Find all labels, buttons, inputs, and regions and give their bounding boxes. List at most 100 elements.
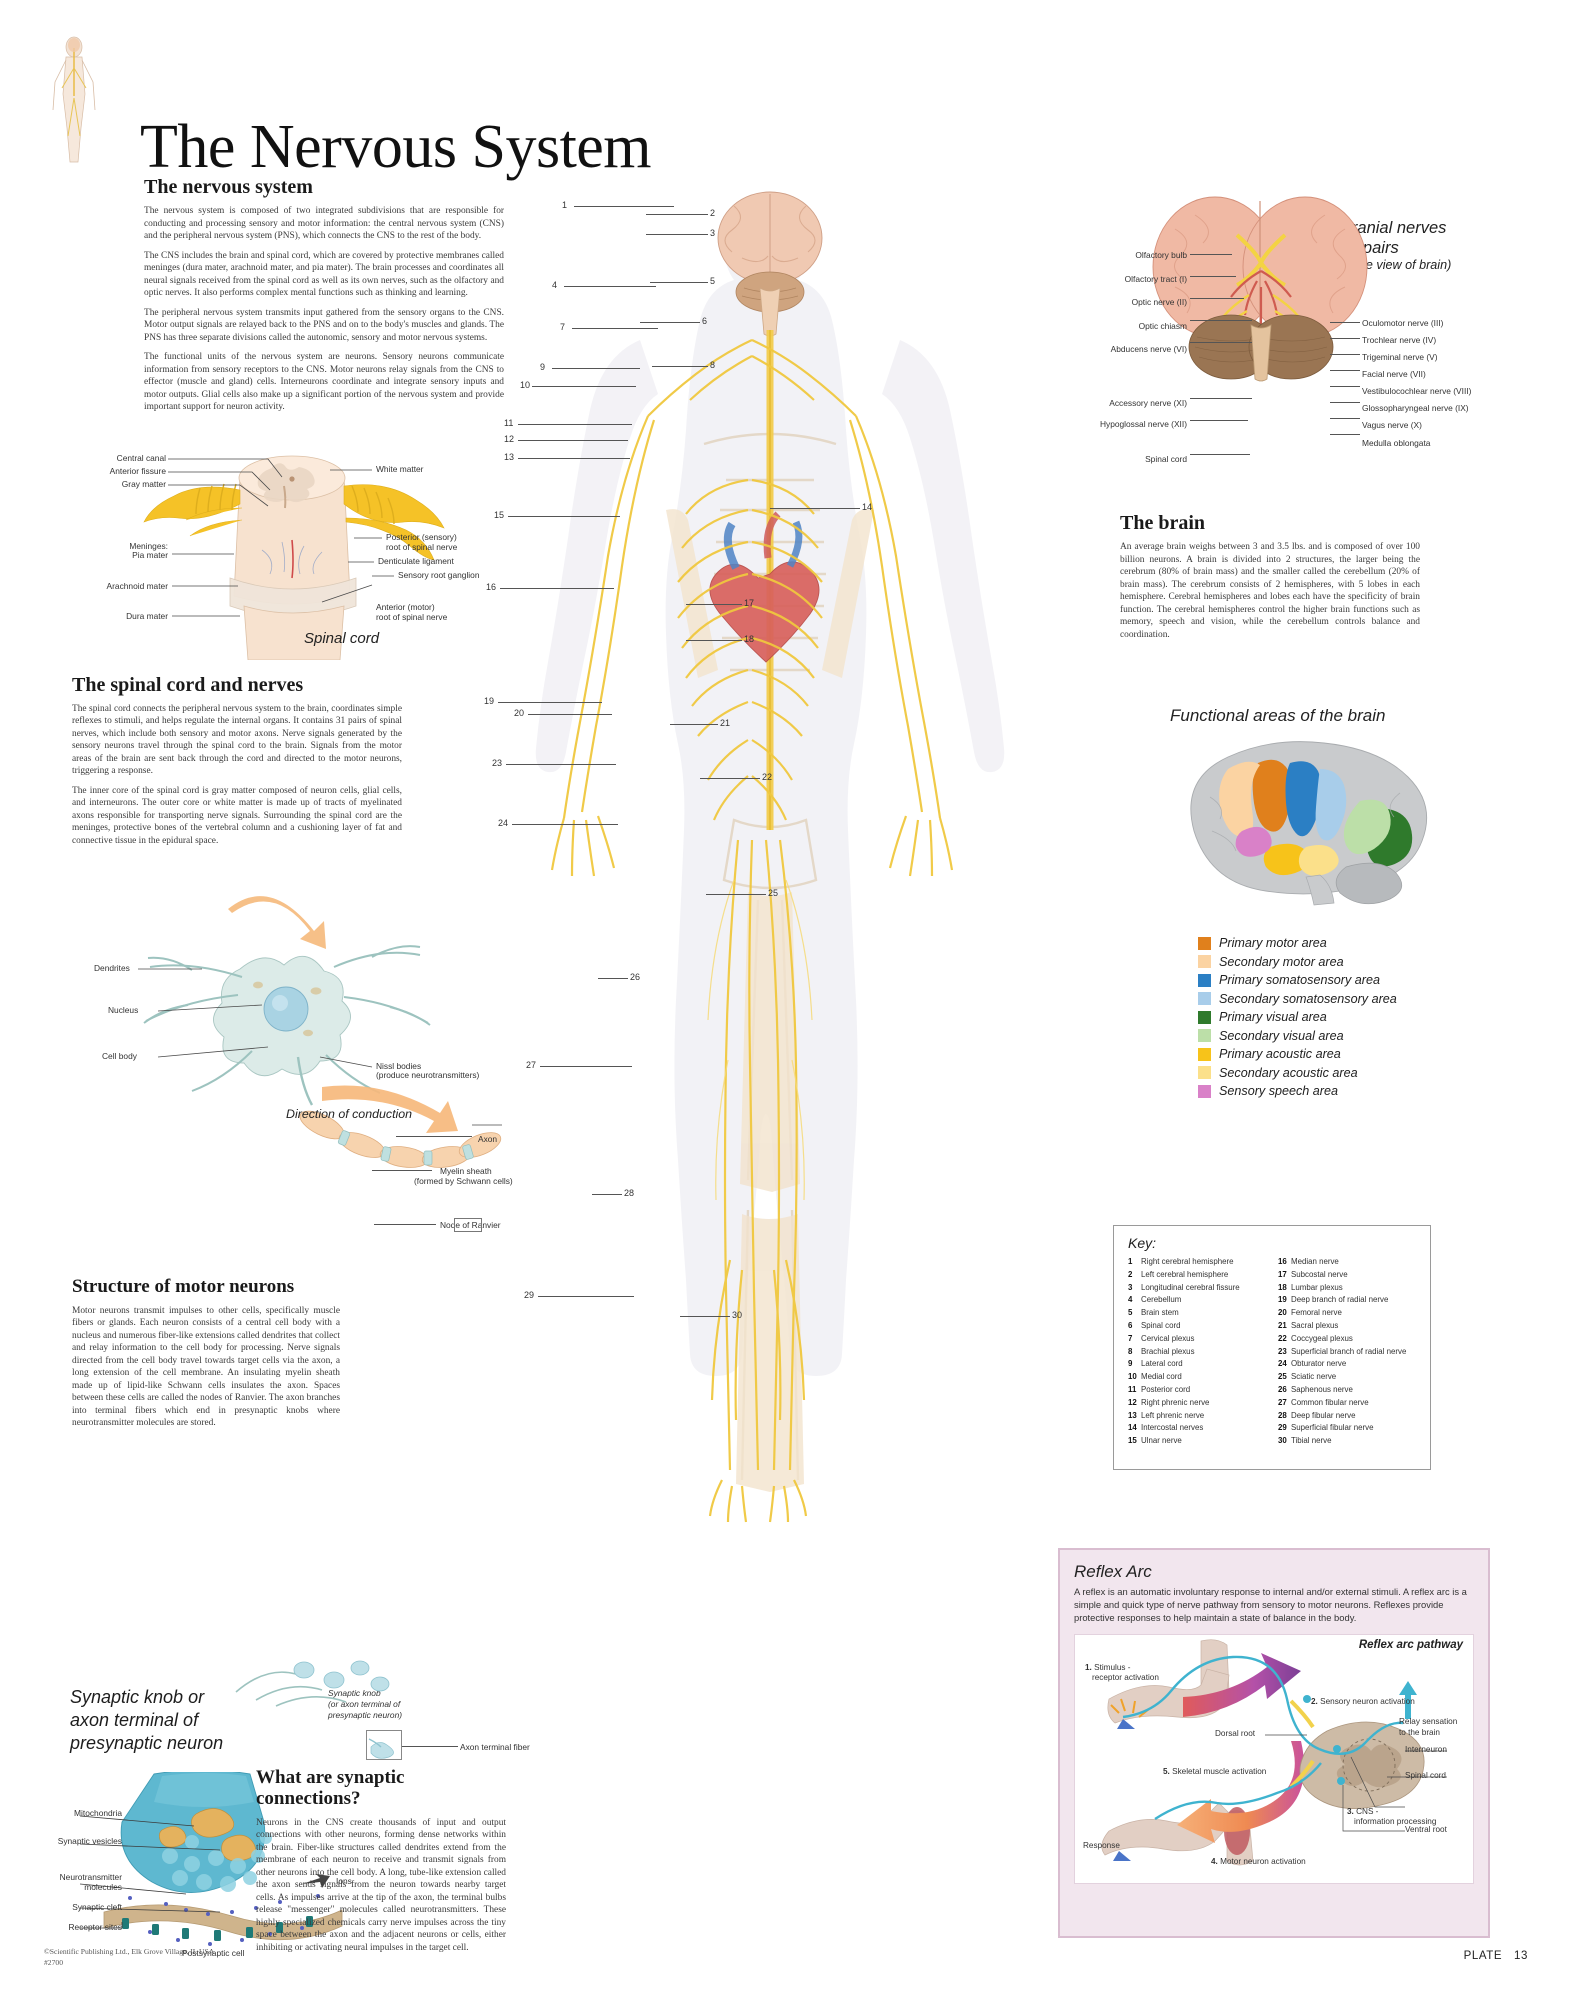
leader-vagus xyxy=(1330,418,1360,419)
legend-swatch-primary-somatosensory xyxy=(1198,973,1211,987)
leader-callout-11 xyxy=(518,424,632,425)
callout-16: 16 xyxy=(486,582,497,592)
cranial-labels-left: Olfactory bulb Olfactory tract (I) Optic… xyxy=(1062,250,1187,464)
cranial-subtitle: (Base view of brain) xyxy=(1340,258,1452,273)
cranial-label-hypoglossal: Hypoglossal nerve (XII) xyxy=(1099,419,1187,430)
leader-vestibulocochlear xyxy=(1330,386,1360,387)
synaptic-connections-p1: Neurons in the CNS create thousands of i… xyxy=(256,1817,506,1953)
label-nucleus: Nucleus xyxy=(108,1005,139,1015)
key-label: Lateral cord xyxy=(1141,1359,1183,1369)
legend-item-secondary-somatosensory: Secondary somatosensory area xyxy=(1198,992,1448,1006)
brain-base-view-figure xyxy=(1145,195,1375,385)
cranial-label-trigeminal: Trigeminal nerve (V) xyxy=(1362,352,1438,363)
label-anterior-root-2: root of spinal nerve xyxy=(376,611,448,622)
legend-label-secondary-visual: Secondary visual area xyxy=(1219,1028,1344,1043)
cranial-title-line1: Cranial nerves xyxy=(1340,219,1447,237)
reflex-step-2-num: 2. xyxy=(1311,1696,1318,1706)
leader-callout-20 xyxy=(528,714,612,715)
legend-swatch-secondary-somatosensory xyxy=(1198,992,1211,1005)
leader-callout-4 xyxy=(564,286,656,287)
reflex-step-5: 5. Skeletal muscle activation xyxy=(1163,1767,1266,1777)
label-anterior-fissure: Anterior fissure xyxy=(109,465,166,476)
leader-olfactory-tract xyxy=(1190,276,1236,277)
key-label: Spinal cord xyxy=(1141,1320,1181,1330)
key-number: 8 xyxy=(1128,1346,1133,1356)
label-postsynaptic-cell: Postsynaptic cell xyxy=(182,1948,245,1958)
leader-callout-6 xyxy=(640,322,700,323)
label-arachnoid-mater: Arachnoid mater xyxy=(106,580,168,591)
leader-callout-2 xyxy=(646,214,708,215)
key-label: Tibial nerve xyxy=(1291,1436,1332,1446)
key-label: Right phrenic nerve xyxy=(1141,1397,1210,1407)
key-label: Femoral nerve xyxy=(1291,1308,1342,1318)
callout-8: 8 xyxy=(710,360,716,370)
label-myelin-sheath-sub: (formed by Schwann cells) xyxy=(414,1176,513,1186)
leader-facial xyxy=(1330,370,1360,371)
functional-areas-brain-figure xyxy=(1150,735,1440,910)
key-label: Left phrenic nerve xyxy=(1141,1410,1205,1420)
synapse-inset-box xyxy=(366,1730,402,1760)
leader-callout-25 xyxy=(706,894,766,895)
leader-callout-21 xyxy=(670,724,718,725)
cranial-label-accessory: Accessory nerve (XI) xyxy=(1109,398,1187,409)
key-label: Coccygeal plexus xyxy=(1291,1333,1353,1343)
footer-code: #2700 xyxy=(44,1958,63,1967)
key-number: 14 xyxy=(1128,1423,1137,1433)
label-myelin-sheath: Myelin sheath xyxy=(440,1166,492,1176)
legend-item-sensory-speech: Sensory speech area xyxy=(1198,1084,1448,1098)
key-number: 2 xyxy=(1128,1269,1133,1279)
ranvier-callout-box xyxy=(454,1218,482,1232)
cranial-label-spinal-cord: Spinal cord xyxy=(1145,453,1187,464)
cranial-label-vestibulocochlear: Vestibulocochlear nerve (VIII) xyxy=(1362,386,1472,397)
brain-p1: An average brain weighs between 3 and 3.… xyxy=(1120,542,1420,640)
key-label: Lumbar plexus xyxy=(1291,1282,1343,1292)
leader-callout-13 xyxy=(518,458,630,459)
callout-4: 4 xyxy=(552,280,558,290)
leader-callout-18 xyxy=(686,640,742,641)
legend-label-primary-motor: Primary motor area xyxy=(1219,936,1327,950)
section-spinal-cord-nerves: The spinal cord and nerves The spinal co… xyxy=(72,674,402,848)
leader-callout-17 xyxy=(686,604,742,605)
inset-line3: presynaptic neuron) xyxy=(328,1709,403,1720)
callout-10: 10 xyxy=(520,380,531,390)
spinal-cord-figure: Central canal Anterior fissure Gray matt… xyxy=(72,430,502,660)
reflex-step-1-line2: receptor activation xyxy=(1092,1672,1159,1682)
callout-25: 25 xyxy=(768,888,779,898)
leader-callout-9 xyxy=(552,368,640,369)
reflex-step-1-line1: Stimulus - xyxy=(1094,1662,1131,1672)
leader-callout-19 xyxy=(498,702,602,703)
reflex-figure-title: Reflex arc pathway xyxy=(1358,1638,1463,1651)
nervous-system-p2: The CNS includes the brain and spinal co… xyxy=(144,250,504,299)
reflex-step-2-line1: Sensory neuron activation xyxy=(1320,1696,1415,1706)
legend-label-secondary-acoustic: Secondary acoustic area xyxy=(1219,1065,1358,1080)
callout-5: 5 xyxy=(710,276,716,286)
key-label: Brain stem xyxy=(1141,1308,1179,1318)
cranial-label-optic-nerve: Optic nerve (II) xyxy=(1131,297,1187,308)
legend-label-primary-somatosensory: Primary somatosensory area xyxy=(1219,973,1380,987)
leader-myelin xyxy=(372,1170,432,1171)
callout-18: 18 xyxy=(744,634,755,644)
label-nissl-bodies-sub: (produce neurotransmitters) xyxy=(376,1070,480,1080)
label-sensory-root-ganglion: Sensory root ganglion xyxy=(398,569,480,580)
reflex-step-1-num: 1. xyxy=(1085,1662,1092,1672)
leader-optic-nerve xyxy=(1190,298,1244,299)
footer-credit: ©Scientific Publishing Ltd., Elk Grove V… xyxy=(44,1946,214,1968)
spinal-cord-heading: The spinal cord and nerves xyxy=(72,673,304,696)
leader-axon-terminal-fiber xyxy=(402,1746,458,1747)
full-body-nervous-system-figure: 1 4 7 9 10 11 12 13 15 16 19 20 23 24 27… xyxy=(484,180,1070,1920)
reflex-step-2: 2. Sensory neuron activation xyxy=(1311,1697,1415,1707)
reflex-label-spinal-cord: Spinal cord xyxy=(1405,1770,1446,1780)
key-number: 20 xyxy=(1278,1308,1287,1318)
callout-26: 26 xyxy=(630,972,641,982)
label-synaptic-cleft: Synaptic cleft xyxy=(72,1902,122,1912)
spinal-cord-caption: Spinal cord xyxy=(304,629,380,647)
